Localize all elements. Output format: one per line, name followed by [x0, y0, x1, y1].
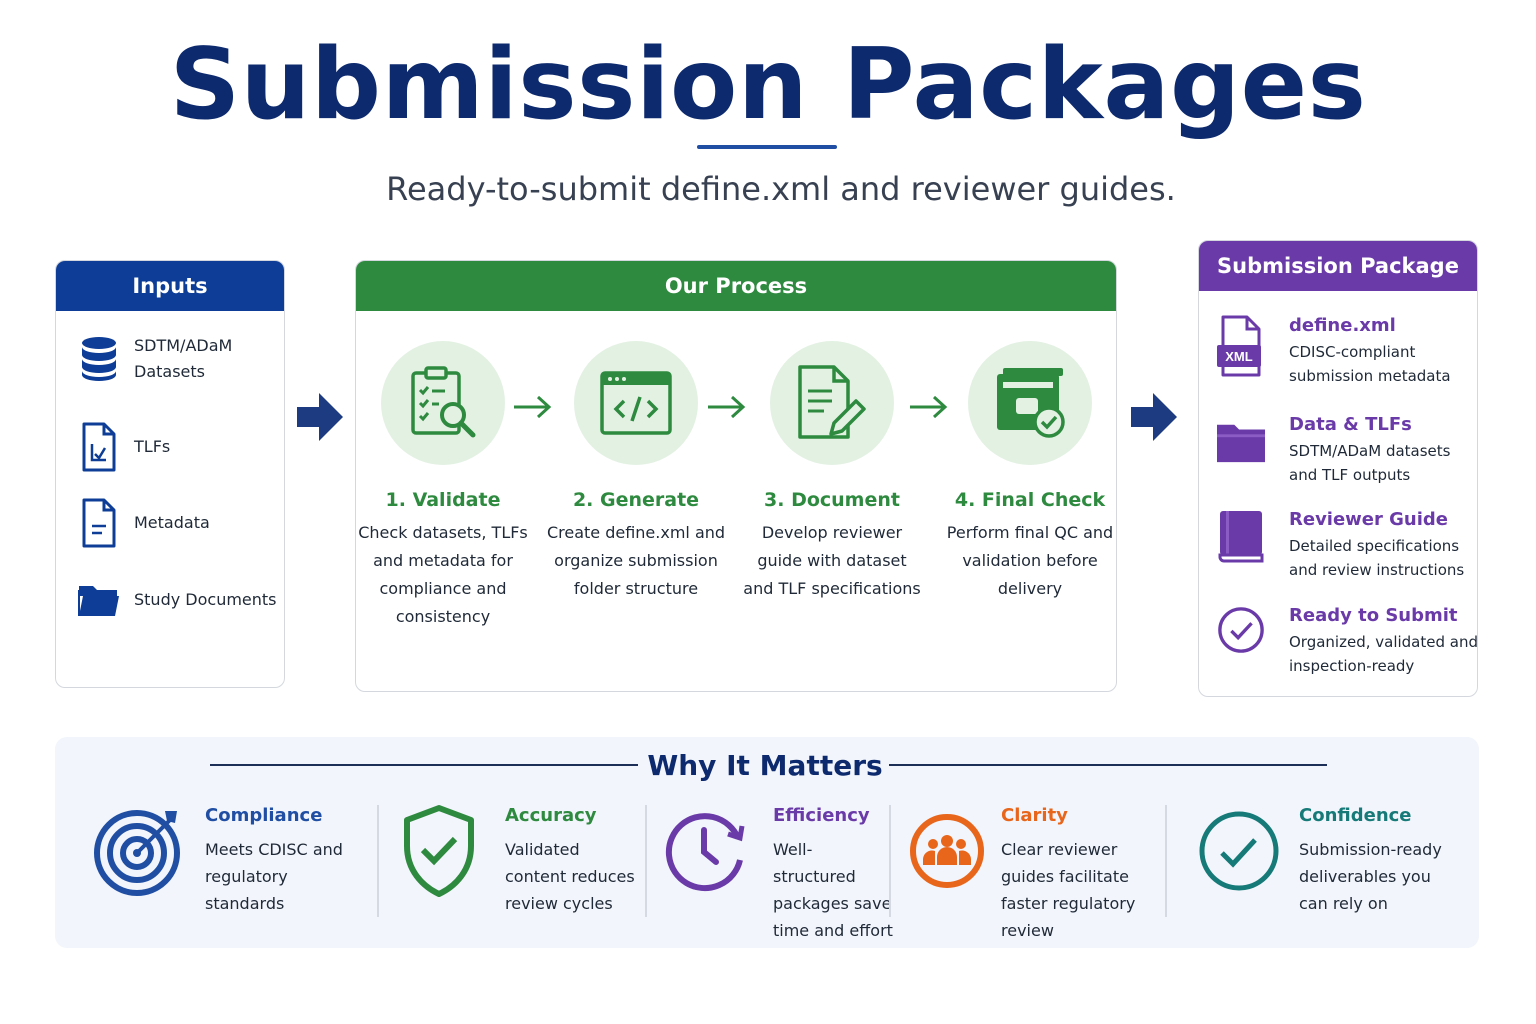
process-step-final-check: 4. Final Check Perform final QC and vali… — [940, 341, 1116, 603]
step-title: 1. Validate — [385, 489, 501, 511]
heading-rule-left — [210, 764, 638, 766]
process-heading: Our Process — [356, 261, 1116, 311]
benefit-confidence: Confidence Submission-ready deliverables… — [1193, 805, 1449, 917]
input-item-study-documents: Study Documents — [78, 574, 284, 626]
code-window-icon — [574, 341, 698, 465]
page-subtitle: Ready-to-submit define.xml and reviewer … — [386, 170, 1176, 208]
step-arrow-icon — [908, 393, 948, 426]
flow-arrow-icon — [1131, 393, 1177, 446]
package-item-description: CDISC-compliant submission metadata — [1289, 343, 1451, 385]
package-item-reviewer-guide: Reviewer Guide Detailed specifications a… — [1217, 509, 1477, 582]
benefit-title: Compliance — [205, 805, 323, 826]
process-panel: Our Process 1. Validate Check datasets, … — [355, 260, 1117, 692]
benefit-efficiency: Efficiency Well-structured packages save… — [661, 805, 893, 944]
step-title: 2. Generate — [572, 489, 700, 511]
document-edit-icon — [770, 341, 894, 465]
team-icon — [901, 805, 993, 897]
process-step-document: 3. Document Develop reviewer guide with … — [742, 341, 922, 603]
page-title: Submission Packages — [169, 28, 1367, 142]
xml-badge: XML — [1225, 349, 1253, 364]
xml-file-icon: XML — [1217, 315, 1265, 377]
title-underline — [697, 145, 837, 149]
step-description: Create define.xml and organize submissio… — [546, 523, 726, 598]
benefit-compliance: Compliance Meets CDISC and regulatory st… — [93, 805, 365, 917]
package-heading: Submission Package — [1199, 241, 1477, 291]
folder-icon — [78, 574, 120, 626]
document-icon — [78, 497, 120, 549]
package-item-data-tlfs: Data & TLFs SDTM/ADaM datasets and TLF o… — [1217, 414, 1477, 487]
step-title: 3. Document — [764, 489, 900, 511]
package-item-title: Reviewer Guide — [1289, 509, 1449, 530]
database-icon — [78, 333, 120, 385]
package-item-description: SDTM/ADaM datasets and TLF outputs — [1289, 442, 1451, 484]
process-step-generate: 2. Generate Create define.xml and organi… — [546, 341, 726, 603]
benefit-divider — [1165, 805, 1167, 917]
input-item-tlfs: TLFs — [78, 421, 284, 473]
package-item-description: Detailed specifications and review instr… — [1289, 537, 1465, 579]
chart-document-icon — [78, 421, 120, 473]
package-check-icon — [968, 341, 1092, 465]
process-step-validate: 1. Validate Check datasets, TLFs and met… — [356, 341, 533, 631]
step-arrow-icon — [706, 393, 746, 426]
input-label: Study Documents — [134, 590, 277, 609]
shield-check-icon — [393, 805, 485, 897]
package-item-ready-to-submit: Ready to Submit Organized, validated and… — [1217, 605, 1478, 678]
benefit-title: Efficiency — [773, 805, 870, 826]
input-label: Metadata — [134, 513, 210, 532]
package-item-title: Ready to Submit — [1289, 605, 1458, 626]
benefit-accuracy: Accuracy Validated content reduces revie… — [393, 805, 645, 917]
step-title: 4. Final Check — [954, 489, 1106, 511]
benefit-divider — [377, 805, 379, 917]
heading-rule-right — [889, 764, 1327, 766]
inputs-heading: Inputs — [56, 261, 284, 311]
benefit-description: Submission-ready deliverables you can re… — [1299, 840, 1442, 913]
package-item-define-xml: XML define.xml CDISC-compliant submissio… — [1217, 315, 1477, 388]
benefit-description: Well-structured packages save time and e… — [773, 840, 893, 940]
folder-icon — [1217, 414, 1265, 474]
step-description: Perform final QC and validation before d… — [946, 523, 1114, 598]
benefit-description: Meets CDISC and regulatory standards — [205, 840, 343, 913]
book-icon — [1217, 509, 1265, 569]
submission-package-panel: Submission Package XML define.xml CDISC-… — [1198, 240, 1478, 697]
clock-icon — [661, 805, 753, 897]
clipboard-search-icon — [381, 341, 505, 465]
flow-arrow-icon — [297, 393, 343, 446]
benefit-title: Accuracy — [505, 805, 597, 826]
benefit-description: Clear reviewer guides facilitate faster … — [1001, 840, 1136, 940]
input-label: TLFs — [134, 437, 171, 456]
input-label: SDTM/ADaM Datasets — [134, 336, 233, 381]
input-item-datasets: SDTM/ADaM Datasets — [78, 333, 284, 385]
input-item-metadata: Metadata — [78, 497, 284, 549]
benefit-title: Confidence — [1299, 805, 1412, 826]
target-icon — [93, 805, 185, 897]
step-description: Develop reviewer guide with dataset and … — [743, 523, 921, 598]
inputs-panel: Inputs SDTM/ADaM Datasets TLFs — [55, 260, 285, 688]
benefit-description: Validated content reduces review cycles — [505, 840, 635, 913]
benefit-title: Clarity — [1001, 805, 1068, 826]
benefit-divider — [889, 805, 891, 917]
benefit-clarity: Clarity Clear reviewer guides facilitate… — [901, 805, 1161, 944]
why-heading: Why It Matters — [647, 749, 883, 782]
check-circle-icon — [1217, 605, 1265, 665]
package-item-title: define.xml — [1289, 315, 1396, 336]
why-it-matters-section: Why It Matters Compliance Meets CDISC an… — [55, 737, 1479, 948]
benefit-divider — [645, 805, 647, 917]
package-item-title: Data & TLFs — [1289, 414, 1412, 435]
package-item-description: Organized, validated and inspection-read… — [1289, 633, 1478, 675]
check-circle-icon — [1193, 805, 1285, 897]
step-description: Check datasets, TLFs and metadata for co… — [358, 523, 528, 626]
step-arrow-icon — [512, 393, 552, 426]
